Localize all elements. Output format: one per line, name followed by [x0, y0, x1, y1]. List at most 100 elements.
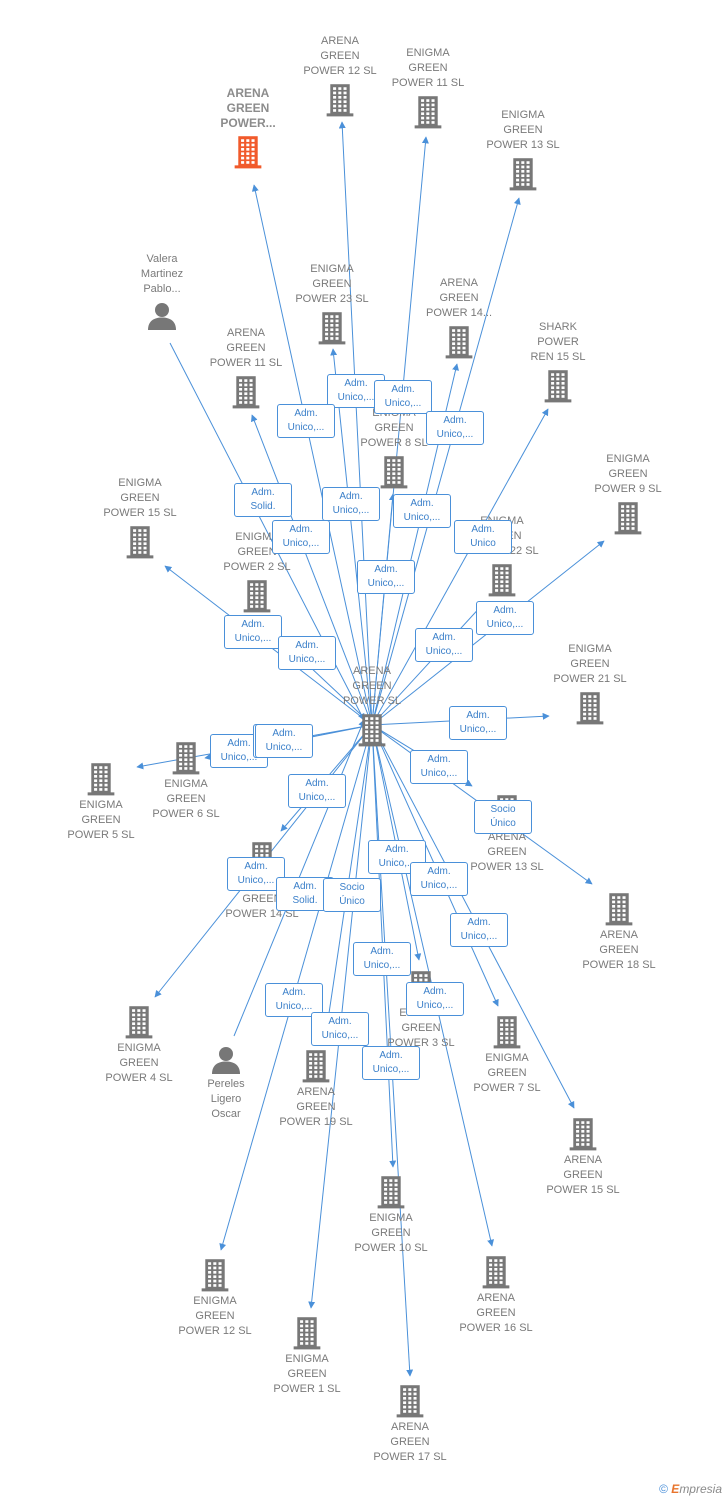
node-label: ARENA GREEN POWER 14... [425, 277, 493, 319]
node-egp7[interactable]: ENIGMA GREEN POWER 7 SL [452, 1015, 562, 1096]
building-icon [413, 95, 443, 129]
edge-center-sp15 [371, 408, 549, 726]
footer-brand[interactable]: © Empresia [659, 1482, 722, 1496]
node-valera[interactable]: Valera Martinez Pablo... [107, 252, 217, 331]
node-label: Valera Martinez Pablo... [140, 253, 184, 295]
building-icon [575, 691, 605, 725]
node-label: SHARK POWER REN 15 SL [530, 321, 586, 363]
building-icon [604, 892, 634, 926]
edge-center-egp22 [371, 602, 485, 726]
relation-label[interactable]: Adm. Unico,... [278, 636, 336, 670]
relation-label[interactable]: Adm. Unico,... [272, 520, 330, 554]
relation-label[interactable]: Socio Único [323, 878, 381, 912]
relation-label[interactable]: Adm. Unico,... [227, 857, 285, 891]
relation-label[interactable]: Adm. Unico,... [277, 404, 335, 438]
relation-label[interactable]: Adm. Unico,... [450, 913, 508, 947]
relation-label[interactable]: Adm. Unico [454, 520, 512, 554]
relation-label[interactable]: Adm. Solid. [234, 483, 292, 517]
node-agp14[interactable]: ARENA GREEN POWER 14... [404, 276, 514, 359]
relation-label[interactable]: Adm. Unico,... [410, 750, 468, 784]
node-label: ENIGMA GREEN POWER 21 SL [553, 643, 627, 685]
relation-label[interactable]: Adm. Unico,... [288, 774, 346, 808]
building-icon [233, 135, 263, 169]
building-icon [379, 455, 409, 489]
node-egp11[interactable]: ENIGMA GREEN POWER 11 SL [373, 46, 483, 129]
edge-center-agp-focus [251, 184, 373, 726]
relation-label[interactable]: Adm. Unico,... [449, 706, 507, 740]
relation-label[interactable]: Adm. Unico,... [393, 494, 451, 528]
relation-label[interactable]: Adm. Unico,... [476, 601, 534, 635]
edge-center-agp12-top [338, 121, 373, 726]
node-agp16[interactable]: ARENA GREEN POWER 16 SL [441, 1255, 551, 1336]
building-icon [568, 1117, 598, 1151]
relation-label[interactable]: Adm. Unico,... [224, 615, 282, 649]
building-icon [292, 1316, 322, 1350]
node-egp5[interactable]: ENIGMA GREEN POWER 5 SL [46, 762, 156, 843]
node-agp18[interactable]: ARENA GREEN POWER 18 SL [564, 892, 674, 973]
person-icon [147, 301, 177, 331]
relation-label[interactable]: Adm. Unico,... [374, 380, 432, 414]
building-icon [613, 501, 643, 535]
building-icon [171, 741, 201, 775]
node-agp17[interactable]: ARENA GREEN POWER 17 SL [355, 1384, 465, 1465]
center-company-node[interactable]: ARENA GREEN POWER SL [317, 664, 427, 747]
edge-center-egp8 [371, 493, 396, 726]
node-label: ARENA GREEN POWER 18 SL [582, 929, 656, 971]
node-label: ARENA GREEN POWER 15 SL [546, 1154, 620, 1196]
node-sp15[interactable]: SHARK POWER REN 15 SL [503, 320, 613, 403]
node-agp12-top[interactable]: ARENA GREEN POWER 12 SL [285, 34, 395, 117]
node-agp19[interactable]: ARENA GREEN POWER 19 SL [261, 1049, 371, 1130]
copyright-icon: © [659, 1482, 668, 1496]
relation-label[interactable]: Adm. Unico,... [362, 1046, 420, 1080]
node-egp1[interactable]: ENIGMA GREEN POWER 1 SL [252, 1316, 362, 1397]
edge-center-egp23 [330, 348, 373, 726]
building-icon [487, 563, 517, 597]
relation-label[interactable]: Socio Único [474, 800, 532, 834]
node-egp15[interactable]: ENIGMA GREEN POWER 15 SL [85, 476, 195, 559]
building-icon [376, 1175, 406, 1209]
building-icon [325, 83, 355, 117]
node-label: ENIGMA GREEN POWER 10 SL [354, 1212, 428, 1254]
person-icon [211, 1045, 241, 1075]
relation-label[interactable]: Adm. Unico,... [265, 983, 323, 1017]
node-label: ENIGMA GREEN POWER 11 SL [391, 47, 465, 89]
node-egp12[interactable]: ENIGMA GREEN POWER 12 SL [160, 1258, 270, 1339]
building-icon [357, 713, 387, 747]
node-egp6[interactable]: ENIGMA GREEN POWER 6 SL [131, 741, 241, 822]
node-label: ARENA GREEN POWER... [220, 86, 276, 130]
node-egp9[interactable]: ENIGMA GREEN POWER 9 SL [573, 452, 683, 535]
node-label: ENIGMA GREEN POWER 4 SL [105, 1042, 173, 1084]
relation-label[interactable]: Adm. Unico,... [322, 487, 380, 521]
relation-label[interactable]: Adm. Unico,... [406, 982, 464, 1016]
node-label: ENIGMA GREEN POWER 9 SL [594, 453, 662, 495]
node-egp21[interactable]: ENIGMA GREEN POWER 21 SL [535, 642, 645, 725]
node-label: ENIGMA GREEN POWER 2 SL [223, 531, 291, 573]
node-egp23[interactable]: ENIGMA GREEN POWER 23 SL [277, 262, 387, 345]
node-agp15[interactable]: ARENA GREEN POWER 15 SL [528, 1117, 638, 1198]
node-agp11[interactable]: ARENA GREEN POWER 11 SL [191, 326, 301, 409]
building-icon [543, 369, 573, 403]
node-label: ARENA GREEN POWER 17 SL [373, 1421, 447, 1463]
building-icon [124, 1005, 154, 1039]
building-icon [444, 325, 474, 359]
relation-label[interactable]: Adm. Unico,... [311, 1012, 369, 1046]
relation-label[interactable]: Adm. Unico,... [357, 560, 415, 594]
relation-label[interactable]: Adm. Unico,... [255, 724, 313, 758]
node-label: ARENA GREEN POWER 12 SL [303, 35, 377, 77]
node-label: ARENA GREEN POWER 16 SL [459, 1292, 533, 1334]
node-egp10[interactable]: ENIGMA GREEN POWER 10 SL [336, 1175, 446, 1256]
node-egp4[interactable]: ENIGMA GREEN POWER 4 SL [84, 1005, 194, 1086]
building-icon [242, 579, 272, 613]
node-egp2[interactable]: ENIGMA GREEN POWER 2 SL [202, 530, 312, 613]
node-pereles[interactable]: Pereles Ligero Oscar [171, 1045, 281, 1122]
relation-label[interactable]: Adm. Unico,... [415, 628, 473, 662]
relation-label[interactable]: Adm. Unico,... [426, 411, 484, 445]
node-agp-focus[interactable]: ARENA GREEN POWER... [193, 86, 303, 169]
relation-label[interactable]: Adm. Unico,... [353, 942, 411, 976]
node-egp13[interactable]: ENIGMA GREEN POWER 13 SL [468, 108, 578, 191]
node-label: ARENA GREEN POWER 11 SL [209, 327, 283, 369]
node-label: ENIGMA GREEN POWER 6 SL [152, 778, 220, 820]
node-label: ENIGMA GREEN POWER 23 SL [295, 263, 369, 305]
relation-label[interactable]: Adm. Unico,... [410, 862, 468, 896]
